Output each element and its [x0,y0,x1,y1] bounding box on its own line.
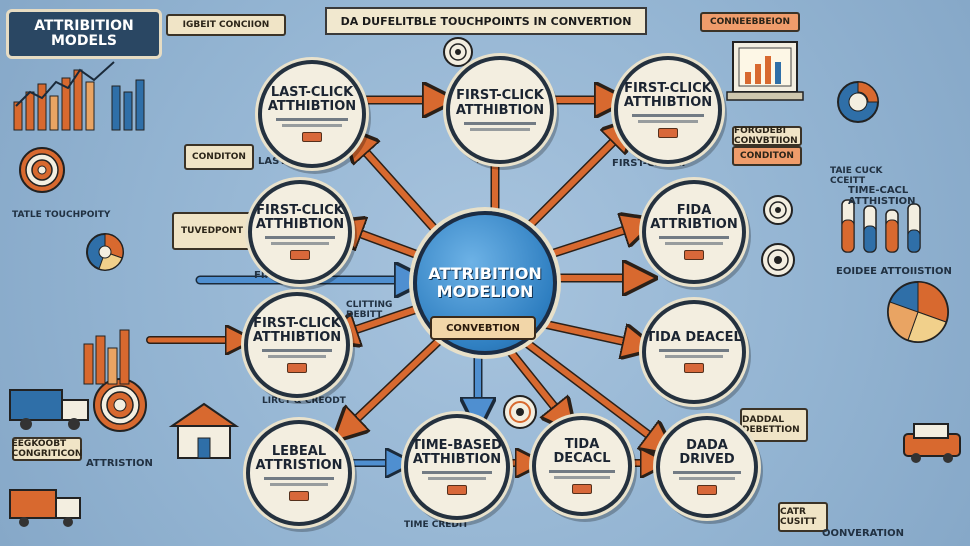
node-badge [684,363,704,374]
laptop-chart-icon [726,41,804,101]
tag-daddal: DADDAL DEBETTION [740,408,808,442]
node-badge [290,250,310,261]
tag-conciion: IGBEIT CONCIION [166,14,286,36]
diagram-title-text: ATTRIBITION MODELS [34,18,134,49]
tag-condition-left: CONDITON [184,144,254,170]
node-badge [447,485,467,496]
node-first-click-lower-label: FIRST-CLICK ATTHIBTION [252,315,342,345]
label-first: FIRST [254,270,287,281]
target-icon [19,147,65,193]
label-clitting: CLITTING DEBITT [346,300,393,320]
node-lebeal-label: LEBEAL ATTRISTION [255,443,343,473]
conversion-badge: CONVEBTION [430,316,536,340]
node-tida-right[interactable]: TIDA DEACEL [642,300,746,404]
spiral-right2-icon [761,243,795,277]
tag-tuvedpont: TUVEDPONT [172,212,252,250]
node-badge [572,484,592,495]
node-first-click-tr[interactable]: FIRST-CLICK ATTHIBTION [614,56,722,164]
label-oonveration: OONVERATION [822,528,905,539]
node-first-click-top-label: FIRST-CLICK ATTHIBTION [455,88,545,118]
node-data-driven[interactable]: DADA DRIVED [656,416,758,518]
node-time-based-label: TIME-BASED ATTHIBTION [412,437,502,467]
house-icon [168,402,240,459]
spiral-icon [93,378,147,432]
tag-eeckoot: EEGKOOBT CONGRITICON [11,437,83,461]
header-banner-text: DA DUFELITBLE TOUCHPOINTS IN CONVERTION [340,14,632,28]
center-line2: MODELION [436,282,534,301]
label-tatle-touch: TATLE TOUCHPOITY [12,210,111,220]
center-line1: ATTRIBITION [428,263,542,283]
label-time-credit: TIME CREDIT [404,520,469,530]
label-tie-cuck: TAIE CUCK CCEITT [830,166,883,186]
header-banner: DA DUFELITBLE TOUCHPOINTS IN CONVERTION [325,7,647,35]
label-eoidee: EOIDEE ATTOIISTION [836,266,952,277]
node-first-click-left[interactable]: FIRST-CLICK ATTHIBTION [248,180,352,284]
spiral-mid-icon [503,395,537,429]
node-fida-label: FIDA ATTRIBTION [650,202,738,232]
conversion-badge-text: CONVEBTION [446,322,520,334]
tag-conneebbeion: CONNEEBBEION [700,12,800,32]
node-badge [684,250,704,261]
label-first-celder: FIRST-CELCEP [612,158,689,169]
node-badge [289,491,309,502]
spiral-right-icon [763,195,793,225]
truck-small-icon [9,489,81,527]
pie-chart-right-icon [887,281,949,343]
trend-chart-icon [13,61,145,131]
tag-catr: CATR CUSITT [778,502,828,532]
node-fida[interactable]: FIDA ATTRIBTION [642,180,746,284]
node-badge [658,128,678,139]
bar-group-icon [83,329,130,385]
donut-icon [837,81,879,123]
spiral-top-icon [443,37,473,67]
pie-chart-icon [86,233,124,271]
node-badge [302,132,322,143]
node-first-click-lower[interactable]: FIRST-CLICK ATTHIBTION [244,292,350,398]
node-first-click-top[interactable]: FIRST-CLICK ATTHIBTION [446,56,554,164]
node-last-click[interactable]: LAST-CLICK ATTHIBTION [258,60,366,168]
node-last-click-label: LAST-CLICK ATTHIBTION [267,84,357,114]
node-tida-bottom-label: TIDA DECACL [553,436,611,466]
label-attristion: ATTRISTION [86,458,153,469]
node-lebeal[interactable]: LEBEAL ATTRISTION [246,420,352,526]
truck-icon [9,389,89,430]
diagram-title: ATTRIBITION MODELS [6,9,162,59]
node-badge [287,363,307,374]
node-badge [697,485,717,496]
node-time-based[interactable]: TIME-BASED ATTHIBTION [404,414,510,520]
gauge-bars-icon [841,199,921,253]
tag-forgdebi: FORGDEBI CONVBTIION [732,126,802,146]
label-lirct: LIRCT & CREODT [262,396,346,406]
node-first-click-left-label: FIRST-CLICK ATTHIBTION [255,202,345,232]
node-data-driven-label: DADA DRIVED [679,437,735,467]
label-time-cacl: TIME-CACL ATTHISTION [848,185,916,207]
node-first-click-tr-label: FIRST-CLICK ATTHIBTION [623,80,713,110]
node-tida-bottom[interactable]: TIDA DECACL [532,416,632,516]
car-icon [903,423,961,463]
tag-condition: CONDITON [732,146,802,166]
node-tida-right-label: TIDA DEACEL [646,329,742,345]
